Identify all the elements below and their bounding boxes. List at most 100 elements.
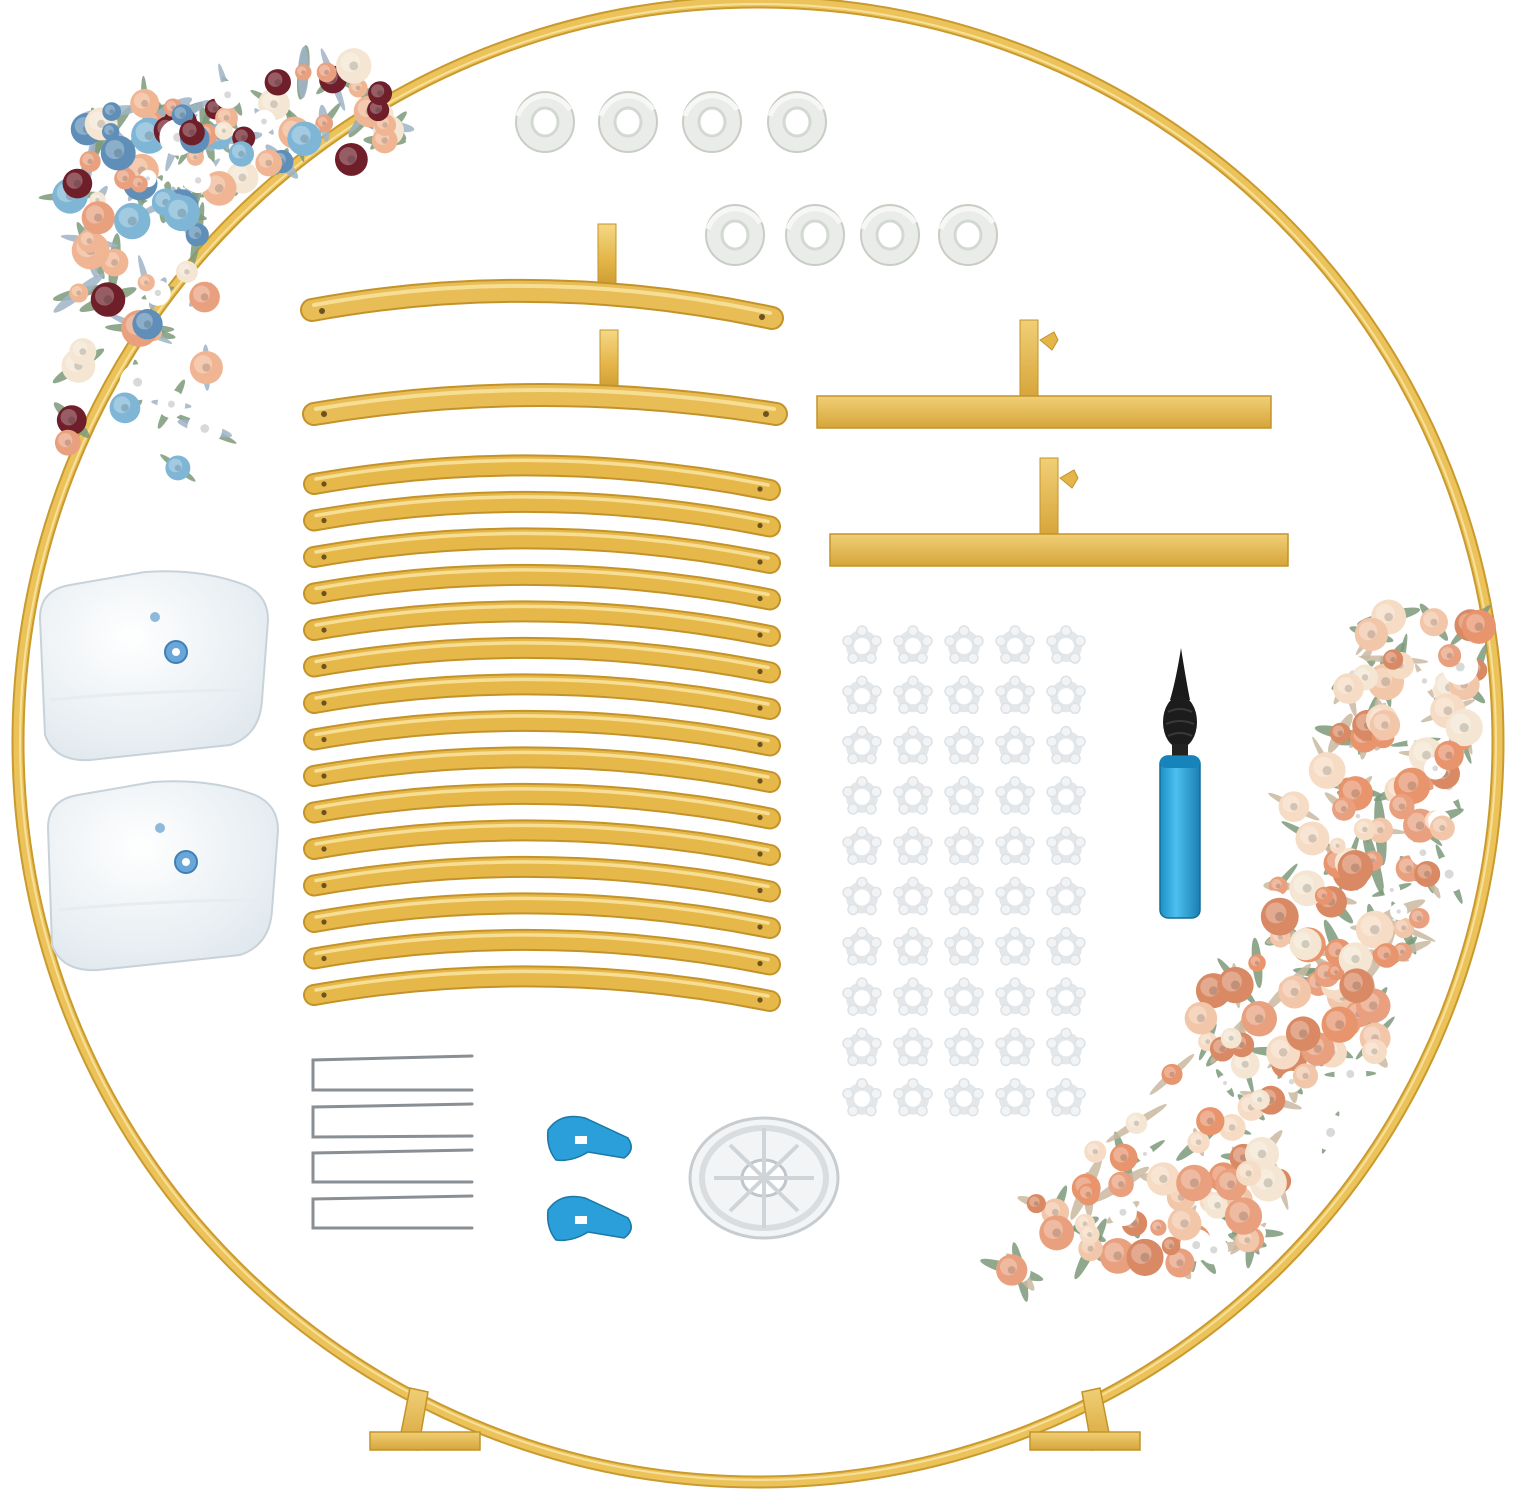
flower-bloom: [1146, 1162, 1181, 1196]
flower-clip-icon: [945, 1079, 983, 1116]
base-stand: [829, 457, 1289, 567]
flower-bloom: [102, 102, 122, 121]
flower-bloom: [1338, 942, 1373, 976]
flower-bloom: [1374, 943, 1399, 968]
flower-clip-icon: [894, 878, 932, 915]
flower-bloom: [130, 175, 148, 193]
t-connector-tube: [302, 329, 788, 426]
flower-clip-icon: [843, 827, 881, 864]
flower-bloom: [137, 273, 155, 292]
flower-bloom: [109, 392, 141, 424]
flower-clip-icon: [996, 978, 1034, 1015]
water-weight-bag: [46, 780, 280, 972]
flower-bloom: [1321, 1006, 1358, 1043]
flower-clip-icon: [1047, 978, 1085, 1015]
flower-clip-icon: [945, 827, 983, 864]
flower-bloom: [1039, 1215, 1075, 1251]
balloon-tie-tool: [546, 1195, 632, 1242]
flower-clip-icon: [843, 626, 881, 663]
flower-bloom: [315, 114, 334, 133]
flower-bloom: [1196, 1107, 1225, 1136]
flower-bloom: [101, 123, 120, 141]
curved-tubes: [303, 454, 781, 1012]
flower-bloom: [56, 405, 87, 436]
flower-clip-icon: [1047, 827, 1085, 864]
curved-tube: [303, 454, 781, 501]
flower-clip-icon: [996, 676, 1034, 713]
flower-bloom: [1248, 954, 1266, 972]
curved-tube: [303, 709, 781, 757]
flower-clip-icon: [996, 777, 1034, 814]
flower-clip-icon: [996, 827, 1034, 864]
flower-bloom: [1176, 1164, 1213, 1202]
flower-bloom: [1084, 1140, 1107, 1163]
flower-bloom: [114, 202, 151, 240]
flower-clip-icon: [945, 978, 983, 1015]
flower-clip-icon: [843, 1079, 881, 1116]
flower-bloom: [1150, 1219, 1167, 1236]
flower-bloom: [1393, 917, 1415, 939]
flower-clip-icon: [894, 827, 932, 864]
flower-clip-icon: [843, 676, 881, 713]
flower-clip-icon: [996, 626, 1034, 663]
flower-bloom: [90, 282, 126, 317]
flower-bloom: [996, 1254, 1028, 1286]
flower-clip-icon: [843, 878, 881, 915]
flower-bloom: [1218, 1113, 1246, 1141]
t-connector-tube: [300, 223, 784, 330]
flower-clip-icon: [894, 1028, 932, 1065]
flower-bloom: [81, 201, 115, 235]
flower-bloom: [1108, 1171, 1134, 1198]
flower-clip-icon: [945, 727, 983, 764]
flower-bloom: [334, 143, 368, 176]
flower-clip-icon: [843, 978, 881, 1015]
flower-clip-icon: [1047, 1079, 1085, 1116]
flower-bloom: [163, 195, 200, 232]
flower-bloom: [1431, 856, 1468, 893]
flower-bloom: [100, 135, 136, 171]
flower-bloom: [1165, 1248, 1195, 1278]
glue-dot-icon: [861, 205, 919, 265]
flower-bloom: [1413, 669, 1436, 692]
flower-bloom: [1236, 1160, 1262, 1187]
curved-tube: [303, 965, 781, 1012]
flower-clip-icon: [996, 928, 1034, 965]
flower-bloom: [264, 69, 292, 96]
curved-tube: [303, 819, 781, 866]
flower-bloom: [1074, 1213, 1096, 1235]
hand-pump-icon: [1159, 648, 1201, 919]
hoop-base-left: [369, 1387, 481, 1451]
flower-bloom: [1409, 839, 1437, 867]
flower-bloom: [1355, 910, 1394, 949]
curved-tube: [303, 636, 781, 684]
ground-stakes: [311, 1054, 474, 1230]
flower-bloom: [54, 429, 81, 456]
flower-bloom: [1184, 1001, 1218, 1035]
flower-clip-icon: [1047, 878, 1085, 915]
flower-bloom: [1314, 886, 1333, 905]
flower-bloom: [335, 48, 372, 84]
flower-bloom: [1369, 709, 1401, 741]
flower-clip-icon: [996, 1028, 1034, 1065]
glue-dot-icon: [599, 92, 657, 152]
flower-bloom: [1216, 1074, 1234, 1092]
curved-tube: [303, 892, 781, 939]
flower-bloom: [252, 109, 276, 134]
glue-dot-icon: [939, 205, 997, 265]
floral-arrangement-top-left: [38, 45, 415, 482]
flower-bloom: [1217, 966, 1254, 1004]
flower-clip-icon: [996, 1079, 1034, 1116]
flower-bloom: [132, 309, 163, 340]
curved-tube: [303, 563, 781, 611]
flower-bloom: [287, 121, 322, 156]
glue-dot-icon: [516, 92, 574, 152]
flower-bloom: [1136, 1145, 1154, 1163]
flower-bloom: [1434, 740, 1464, 771]
flower-bloom: [1278, 975, 1312, 1009]
flower-clip-icon: [945, 1028, 983, 1065]
curved-tube: [303, 490, 781, 538]
flower-bloom: [1260, 897, 1299, 936]
flower-clip-icon: [996, 878, 1034, 915]
flower-bloom: [1079, 1224, 1100, 1245]
